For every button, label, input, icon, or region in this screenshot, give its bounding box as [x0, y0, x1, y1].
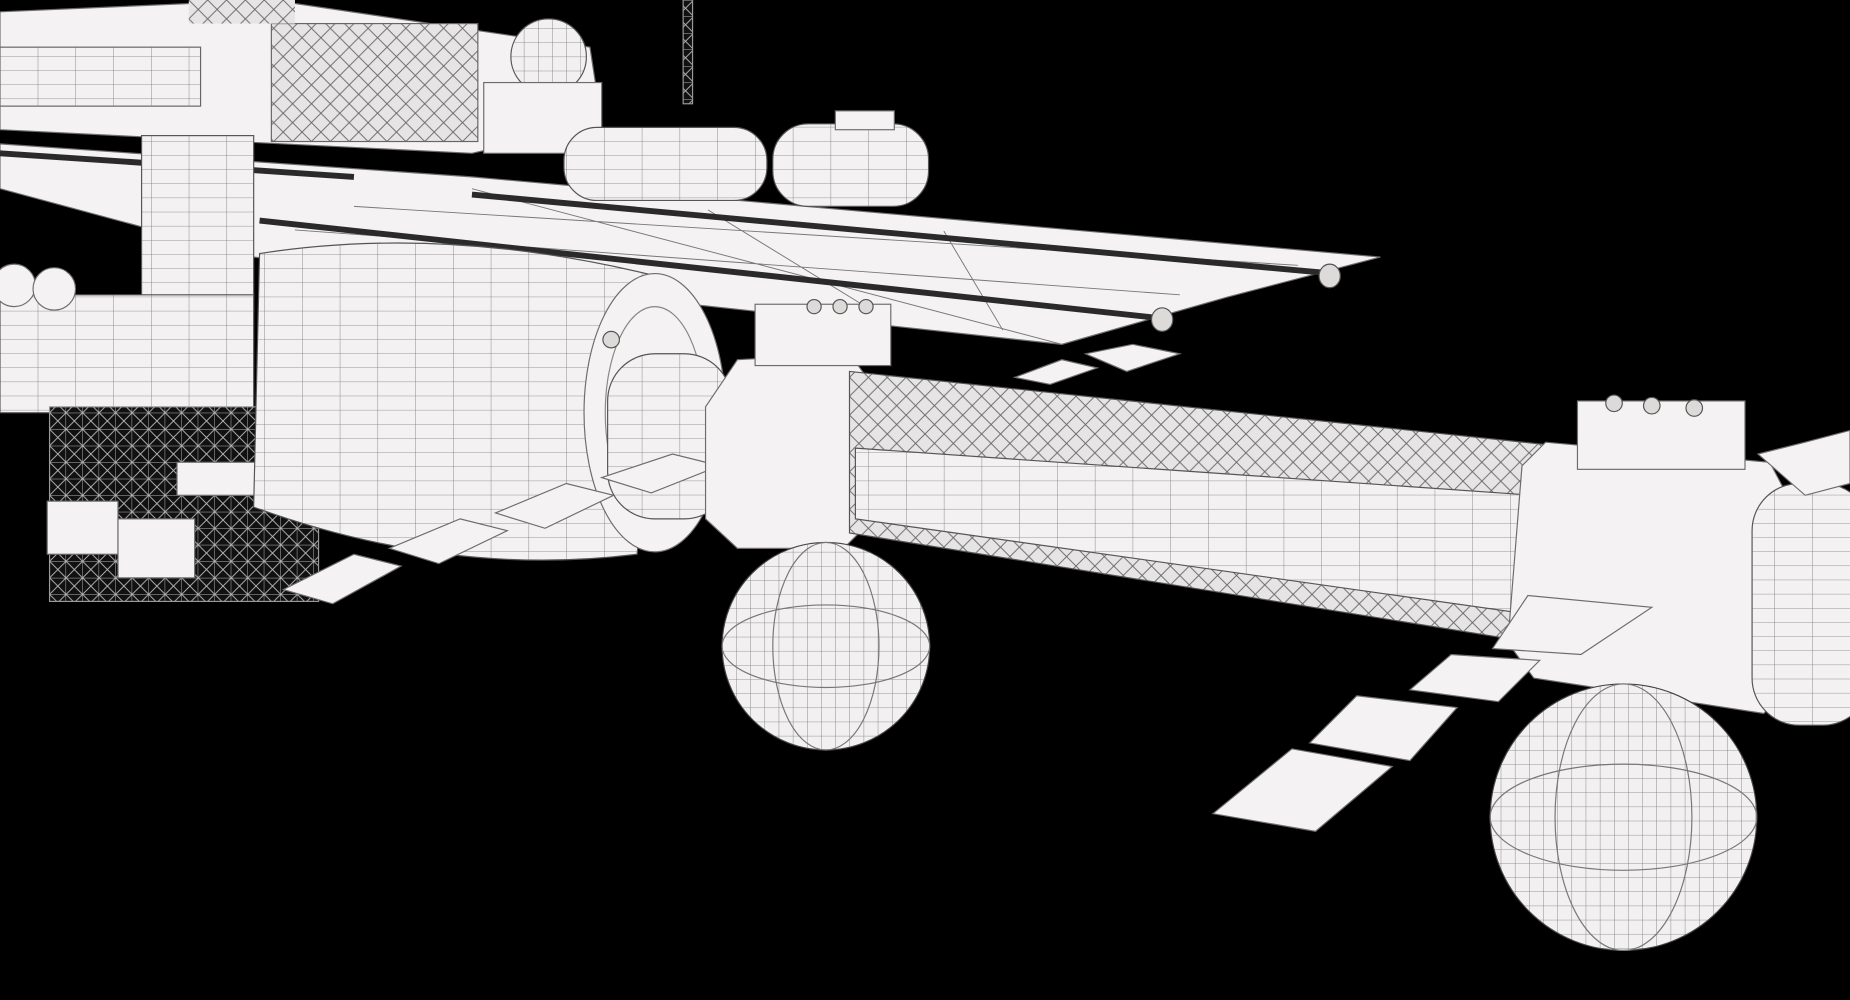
- equipment-box: [46, 500, 119, 555]
- spherical-tank: [1489, 683, 1758, 952]
- fuel-tank: [772, 110, 930, 207]
- long-truss-module: [848, 370, 1559, 644]
- small-tank: [32, 267, 77, 311]
- antenna-mast: [682, 0, 694, 105]
- fuel-tank: [563, 126, 768, 202]
- right-module-cylinder: [1751, 482, 1850, 726]
- left-module-cylinder: [0, 294, 255, 414]
- equipment-box: [117, 518, 196, 579]
- small-solar-panels: [1211, 594, 1654, 832]
- upper-truss-structure: [0, 0, 603, 154]
- central-hub: [704, 298, 892, 549]
- small-tank: [0, 263, 36, 308]
- small-solar-panels: [1756, 429, 1850, 496]
- spherical-tank: [721, 541, 931, 751]
- vertical-pillar: [140, 135, 255, 314]
- main-solar-array: [0, 143, 1381, 345]
